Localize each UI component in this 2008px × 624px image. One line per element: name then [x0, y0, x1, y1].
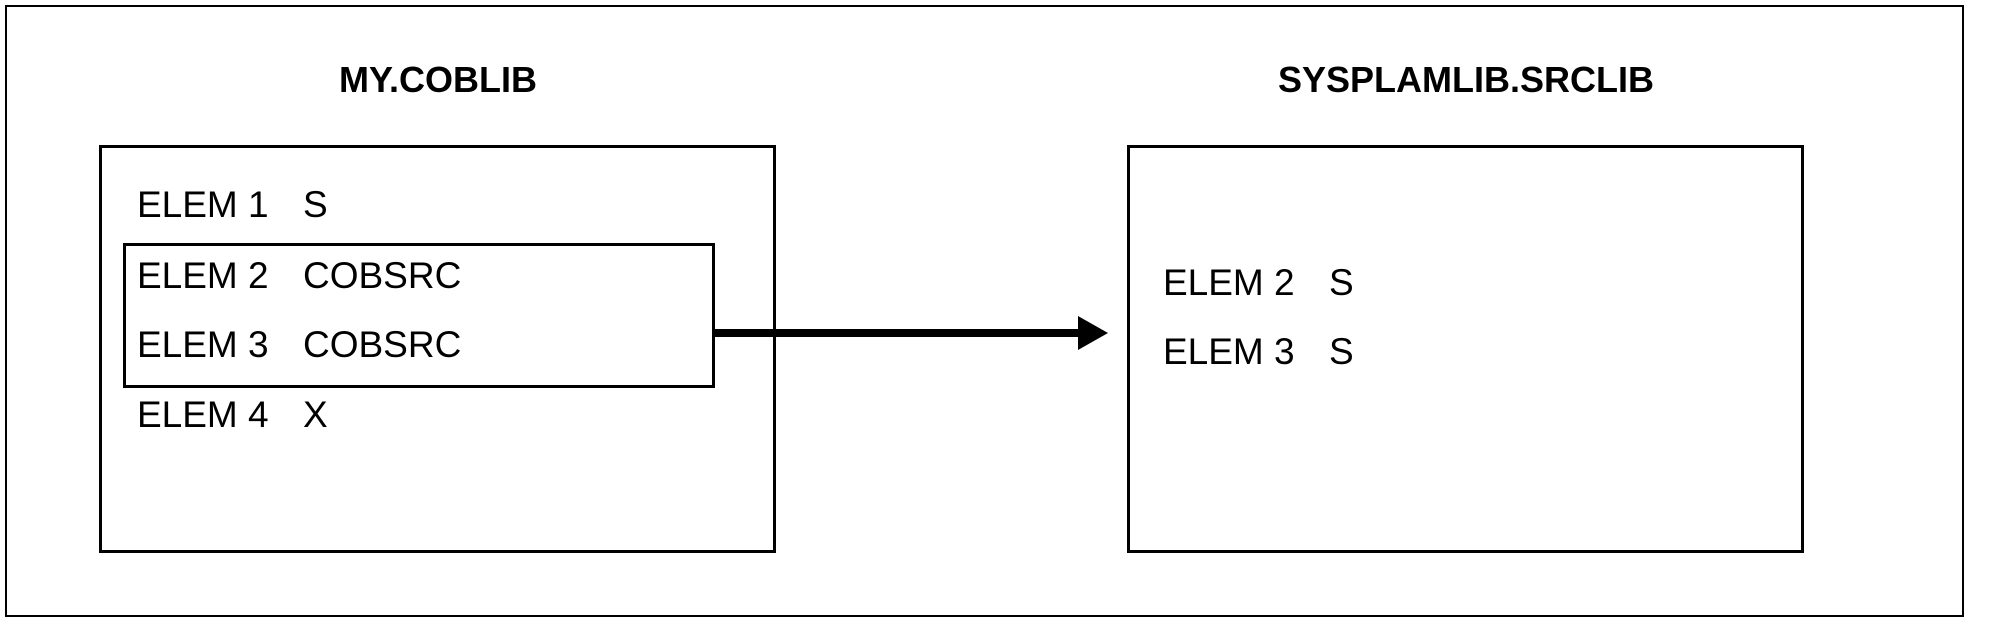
source-library-box: [99, 145, 776, 553]
element-type: S: [1329, 262, 1354, 303]
source-library-title: MY.COBLIB: [339, 59, 537, 100]
element-name: ELEM 3: [1163, 331, 1295, 372]
element-name: ELEM 2: [1163, 262, 1295, 303]
element-name: ELEM 1: [137, 184, 269, 225]
arrow-head: [1078, 316, 1108, 350]
target-library-box: [1127, 145, 1804, 553]
element-type: COBSRC: [303, 324, 462, 365]
source-element-4: ELEM 4 X: [137, 395, 328, 435]
target-library-title: SYSPLAMLIB.SRCLIB: [1277, 59, 1654, 100]
element-type: S: [303, 184, 328, 225]
source-element-2: ELEM 2 COBSRC: [137, 256, 461, 296]
element-name: ELEM 4: [137, 394, 269, 435]
diagram-frame: [5, 5, 1964, 617]
element-type: COBSRC: [303, 255, 462, 296]
target-element-1: ELEM 2 S: [1163, 263, 1354, 303]
element-type: S: [1329, 331, 1354, 372]
target-element-2: ELEM 3 S: [1163, 332, 1354, 372]
source-element-3: ELEM 3 COBSRC: [137, 325, 461, 365]
element-name: ELEM 3: [137, 324, 269, 365]
source-element-1: ELEM 1 S: [137, 185, 328, 225]
element-type: X: [303, 394, 328, 435]
selected-elements-box: [123, 243, 715, 388]
element-name: ELEM 2: [137, 255, 269, 296]
